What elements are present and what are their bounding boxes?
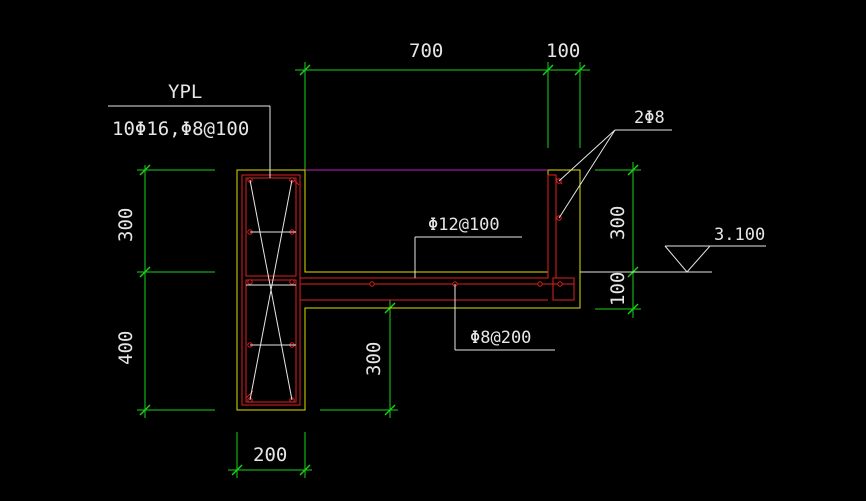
slab-rebar-label: Φ12@100: [428, 215, 500, 235]
section-outline: [236, 169, 581, 411]
dim-400-left-label: 400: [115, 331, 137, 365]
leader-lines: [108, 105, 766, 401]
member-rebar-label: 10Φ16,Φ8@100: [112, 118, 249, 140]
dim-100-top-label: 100: [546, 40, 580, 62]
dim-300-right-label: 300: [607, 206, 629, 240]
corner-bars-label: 2Φ8: [634, 108, 665, 128]
rebar-layout: [241, 174, 575, 406]
dimension-lines: [137, 62, 641, 478]
bottom-rebar-label: Φ8@200: [470, 328, 531, 348]
dim-300-mid-label: 300: [363, 342, 385, 376]
dim-300-left-label: 300: [115, 208, 137, 242]
dim-100-right-label: 100: [607, 272, 629, 306]
member-name-label: YPL: [168, 81, 202, 103]
dim-700-label: 700: [409, 40, 443, 62]
dim-200-label: 200: [253, 444, 287, 466]
elevation-label: 3.100: [714, 225, 765, 245]
